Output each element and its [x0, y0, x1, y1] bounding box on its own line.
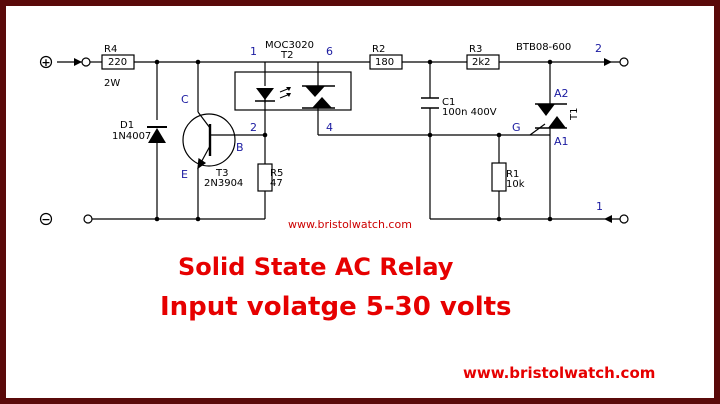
t2-part: MOC3020 [265, 40, 314, 51]
r5-value: 47 [270, 178, 283, 189]
c1-value: 100n 400V [442, 107, 497, 118]
resistor-r3 [466, 54, 500, 70]
t3-part: 2N3904 [204, 178, 243, 189]
svg-text:+: + [41, 56, 50, 69]
terminal-2-label: 2 [595, 42, 602, 55]
junction-dots [154, 59, 553, 222]
terminal-1-label: 1 [596, 200, 603, 213]
r4-ref: R4 [104, 44, 117, 55]
t1-ref: T1 [569, 108, 580, 121]
optocoupler-body [234, 71, 352, 111]
t2-pin4: 4 [326, 121, 333, 134]
t2-pin1: 1 [250, 45, 257, 58]
resistor-r4 [101, 54, 135, 70]
r5-ref: R5 [270, 168, 283, 179]
r3-value: 2k2 [472, 57, 491, 68]
t3-emitter-label: E [181, 168, 188, 181]
title-line-1: Solid State AC Relay [178, 253, 454, 281]
triac-t1-symbol [529, 103, 567, 136]
resistor-r2 [369, 54, 403, 70]
r1-value: 10k [506, 179, 525, 190]
diode-d1-symbol [147, 126, 167, 143]
t1-a1-label: A1 [554, 135, 569, 148]
capacitor-c1 [421, 97, 439, 109]
terminal-out2 [596, 57, 629, 67]
r4-value: 220 [108, 57, 127, 68]
title-line-2: Input volatge 5-30 volts [160, 292, 512, 322]
opto-triac-icon [302, 85, 335, 109]
c1-ref: C1 [442, 97, 455, 108]
watermark-url: www.bristolwatch.com [288, 218, 412, 231]
t3-base-label: B [236, 141, 244, 154]
terminal-plus: + [39, 55, 91, 69]
r2-value: 180 [375, 57, 394, 68]
transistor-t3-symbol [182, 111, 236, 170]
t2-ref: T2 [280, 50, 293, 61]
resistor-r5 [257, 163, 273, 192]
t2-pin6: 6 [326, 45, 333, 58]
d1-part: 1N4007 [112, 131, 151, 142]
t1-part: BTB08-600 [516, 42, 571, 53]
t2-pin2: 2 [250, 121, 257, 134]
terminal-minus: − [39, 212, 93, 226]
r3-ref: R3 [469, 44, 482, 55]
r2-ref: R2 [372, 44, 385, 55]
t1-gate-label: G [512, 121, 521, 134]
svg-text:−: − [41, 213, 50, 226]
resistor-r1 [491, 162, 507, 192]
d1-ref: D1 [120, 120, 134, 131]
r1-ref: R1 [506, 169, 519, 180]
footer-url: www.bristolwatch.com [463, 364, 656, 382]
terminal-out1 [596, 214, 629, 224]
opto-led-icon [255, 87, 291, 102]
t3-collector-label: C [181, 93, 189, 106]
t3-ref: T3 [215, 168, 228, 179]
r4-power: 2W [104, 78, 120, 89]
t1-a2-label: A2 [554, 87, 569, 100]
